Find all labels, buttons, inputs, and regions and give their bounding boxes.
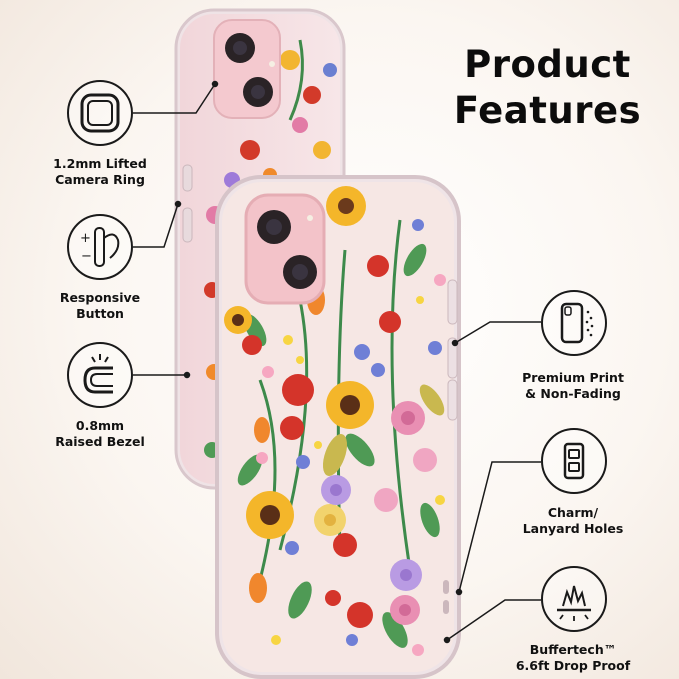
feature-label-responsive-button: Responsive Button: [59, 290, 141, 321]
feature-label-camera-ring: 1.2mm Lifted Camera Ring: [53, 156, 147, 187]
feature-label-raised-bezel: 0.8mm Raised Bezel: [55, 418, 145, 449]
camera-ring-icon: [67, 80, 133, 146]
svg-text:−: −: [81, 249, 92, 264]
raised-bezel-icon: [67, 342, 133, 408]
pointer-lines: [133, 80, 541, 644]
feature-label-drop-proof: Buffertech™ 6.6ft Drop Proof: [515, 642, 631, 673]
responsive-button-icon: + −: [67, 214, 133, 280]
drop-proof-icon: [541, 566, 607, 632]
front-phone: [215, 175, 461, 679]
lanyard-hole-icon: [541, 428, 607, 494]
print-icon: [541, 290, 607, 356]
feature-label-lanyard-holes: Charm/ Lanyard Holes: [522, 505, 624, 536]
svg-text:+: +: [80, 231, 91, 246]
feature-label-premium-print: Premium Print & Non-Fading: [522, 370, 624, 401]
page-title: Product Features: [453, 43, 642, 132]
